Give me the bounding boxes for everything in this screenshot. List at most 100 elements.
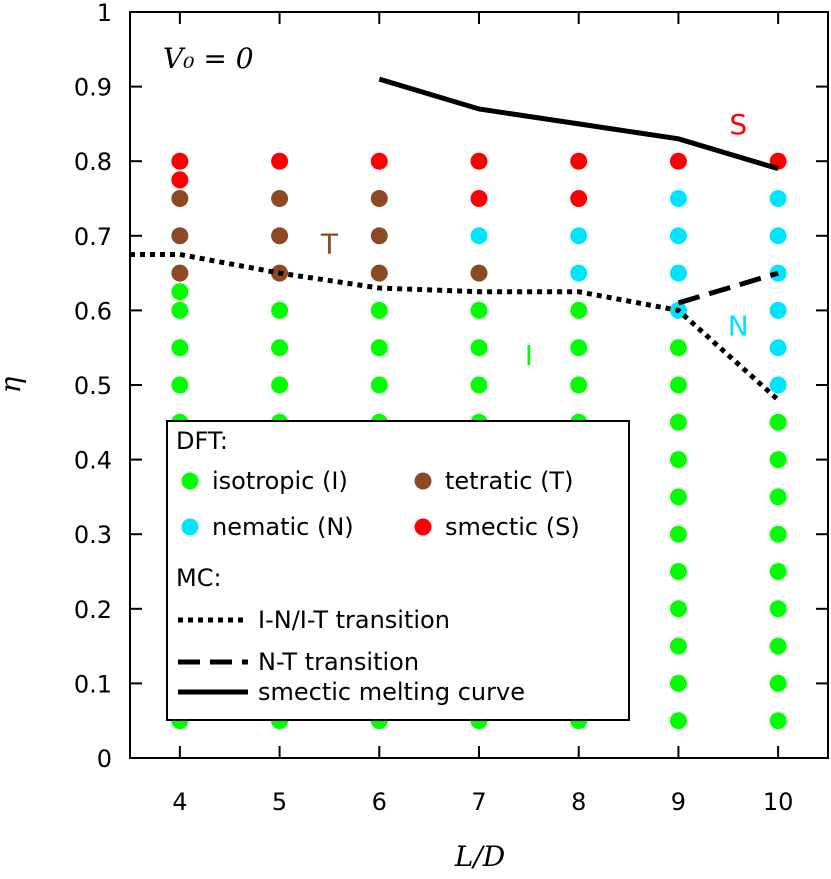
x-tick-label: 10 — [763, 788, 794, 816]
dft-point-isotropic — [669, 674, 687, 692]
dft-point-nematic — [570, 264, 588, 282]
dft-point-isotropic — [470, 376, 488, 394]
dft-point-smectic — [271, 152, 289, 170]
dft-point-isotropic — [171, 283, 189, 301]
legend-label-dashed: N-T transition — [258, 648, 419, 676]
dft-point-isotropic — [570, 301, 588, 319]
dft-point-nematic — [669, 190, 687, 207]
mc-line-dashed — [677, 270, 779, 306]
y-tick-label: 0.6 — [74, 297, 112, 325]
legend: DFT: MC: isotropic (I) tetratic (T) nemati… — [166, 420, 630, 721]
legend-marker-smectic — [414, 518, 432, 536]
legend-label-tetratic: tetratic (T) — [445, 467, 573, 495]
dft-point-isotropic — [769, 712, 787, 730]
dft-point-isotropic — [271, 339, 289, 357]
x-tick-label: 6 — [372, 788, 387, 816]
dft-point-isotropic — [669, 451, 687, 469]
x-tick-label: 4 — [172, 788, 187, 816]
dft-point-isotropic — [769, 413, 787, 431]
dft-point-tetratic — [271, 190, 289, 207]
dft-point-isotropic — [669, 413, 687, 431]
legend-label-nematic: nematic (N) — [212, 513, 354, 541]
dft-point-isotropic — [669, 563, 687, 580]
phase-label: S — [729, 108, 747, 141]
dft-point-smectic — [470, 190, 488, 207]
dft-point-isotropic — [171, 301, 189, 319]
phase-label: I — [525, 339, 533, 372]
y-axis-label: η — [0, 376, 27, 393]
dft-point-nematic — [769, 301, 787, 319]
x-tick-label: 8 — [571, 788, 586, 816]
dft-point-smectic — [669, 152, 687, 170]
x-axis-label: L/D — [454, 840, 505, 873]
dft-point-nematic — [769, 376, 787, 394]
dft-point-tetratic — [271, 227, 289, 245]
dft-point-isotropic — [669, 488, 687, 506]
legend-label-dotted: I-N/I-T transition — [258, 606, 450, 634]
dft-point-isotropic — [370, 301, 388, 319]
dft-point-isotropic — [769, 674, 787, 692]
y-tick-label: 0.5 — [74, 372, 112, 400]
dft-point-isotropic — [470, 339, 488, 357]
potential-annotation: V₀ = 0 — [163, 42, 254, 75]
legend-dft-title: DFT: — [176, 427, 228, 455]
dft-point-nematic — [470, 227, 488, 245]
dft-point-isotropic — [271, 376, 289, 394]
legend-box — [166, 420, 630, 721]
dft-point-isotropic — [669, 339, 687, 357]
x-tick-label: 5 — [272, 788, 287, 816]
phase-label: N — [728, 309, 749, 342]
dft-point-tetratic — [171, 190, 189, 207]
dft-point-smectic — [171, 171, 189, 189]
phase-labels-layer: S T N I — [320, 108, 749, 372]
legend-label-isotropic: isotropic (I) — [212, 467, 348, 495]
legend-marker-nematic — [181, 518, 199, 536]
y-tick-label: 0.8 — [74, 148, 112, 176]
dft-point-smectic — [171, 152, 189, 170]
dft-point-tetratic — [370, 264, 388, 282]
x-tick-label: 9 — [671, 788, 686, 816]
dft-point-isotropic — [370, 339, 388, 357]
legend-mc-title: MC: — [176, 564, 222, 592]
legend-label-smectic: smectic (S) — [445, 513, 580, 541]
dft-point-nematic — [769, 339, 787, 357]
dft-point-isotropic — [769, 451, 787, 469]
dft-point-nematic — [769, 227, 787, 245]
dft-point-isotropic — [171, 339, 189, 357]
mc-line-dotted — [130, 251, 780, 402]
mc-line-solid — [378, 76, 779, 172]
dft-point-isotropic — [769, 563, 787, 580]
legend-label-solid: smectic melting curve — [258, 678, 525, 706]
dft-point-isotropic — [570, 339, 588, 357]
phase-label: T — [320, 227, 339, 260]
y-tick-label: 0.3 — [74, 521, 112, 549]
dft-point-isotropic — [370, 376, 388, 394]
dft-point-smectic — [570, 190, 588, 207]
dft-point-isotropic — [769, 637, 787, 655]
legend-entries: isotropic (I) tetratic (T) nematic (N) smec… — [178, 467, 580, 706]
dft-point-isotropic — [171, 376, 189, 394]
x-tick-label: 7 — [471, 788, 486, 816]
dft-point-nematic — [669, 227, 687, 245]
dft-point-nematic — [669, 264, 687, 282]
y-tick-label: 1 — [97, 0, 112, 27]
y-tick-label: 0.1 — [74, 670, 112, 698]
dft-point-isotropic — [669, 376, 687, 394]
dft-point-smectic — [370, 152, 388, 170]
dft-point-tetratic — [171, 264, 189, 282]
legend-marker-isotropic — [181, 472, 199, 490]
dft-point-smectic — [570, 152, 588, 170]
y-tick-label: 0.7 — [74, 223, 112, 251]
dft-point-isotropic — [669, 525, 687, 543]
dft-point-tetratic — [470, 264, 488, 282]
dft-point-smectic — [470, 152, 488, 170]
dft-point-nematic — [570, 227, 588, 245]
dft-point-isotropic — [769, 600, 787, 618]
dft-point-isotropic — [669, 712, 687, 730]
y-tick-label: 0 — [97, 745, 112, 773]
y-tick-label: 0.4 — [74, 447, 112, 475]
dft-point-isotropic — [271, 301, 289, 319]
dft-point-isotropic — [769, 525, 787, 543]
dft-point-tetratic — [171, 227, 189, 245]
